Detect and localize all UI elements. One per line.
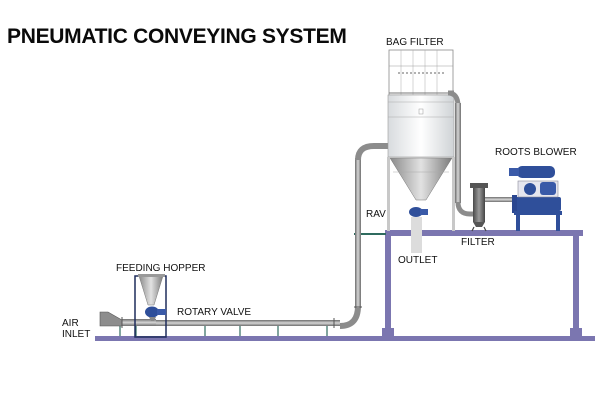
rav-label: RAV (366, 209, 386, 220)
rotary-valve (145, 306, 166, 321)
air-inlet-label: AIR INLET (62, 318, 91, 340)
base-frame (95, 230, 595, 341)
diagram-title: PNEUMATIC CONVEYING SYSTEM (7, 25, 347, 48)
outlet-chute (411, 217, 422, 253)
exhaust-pipe (447, 90, 476, 217)
bag-filter (387, 49, 455, 253)
filter (470, 183, 515, 232)
roots-blower-label: ROOTS BLOWER (495, 147, 577, 158)
filter-label: FILTER (461, 237, 495, 248)
roots-blower (509, 166, 562, 231)
bag-filter-label: BAG FILTER (386, 37, 444, 48)
rav-valve (409, 207, 423, 217)
air-inlet (99, 311, 156, 328)
platform-leg-right (573, 236, 579, 331)
feeding-hopper (134, 274, 167, 338)
conveying-pipe (119, 143, 388, 336)
rotary-valve-label: ROTARY VALVE (177, 307, 252, 318)
platform-leg-left (385, 236, 391, 331)
outlet-label: OUTLET (398, 255, 438, 266)
platform (385, 230, 583, 236)
rav-support (354, 233, 386, 235)
feeding-hopper-label: FEEDING HOPPER (116, 263, 206, 274)
